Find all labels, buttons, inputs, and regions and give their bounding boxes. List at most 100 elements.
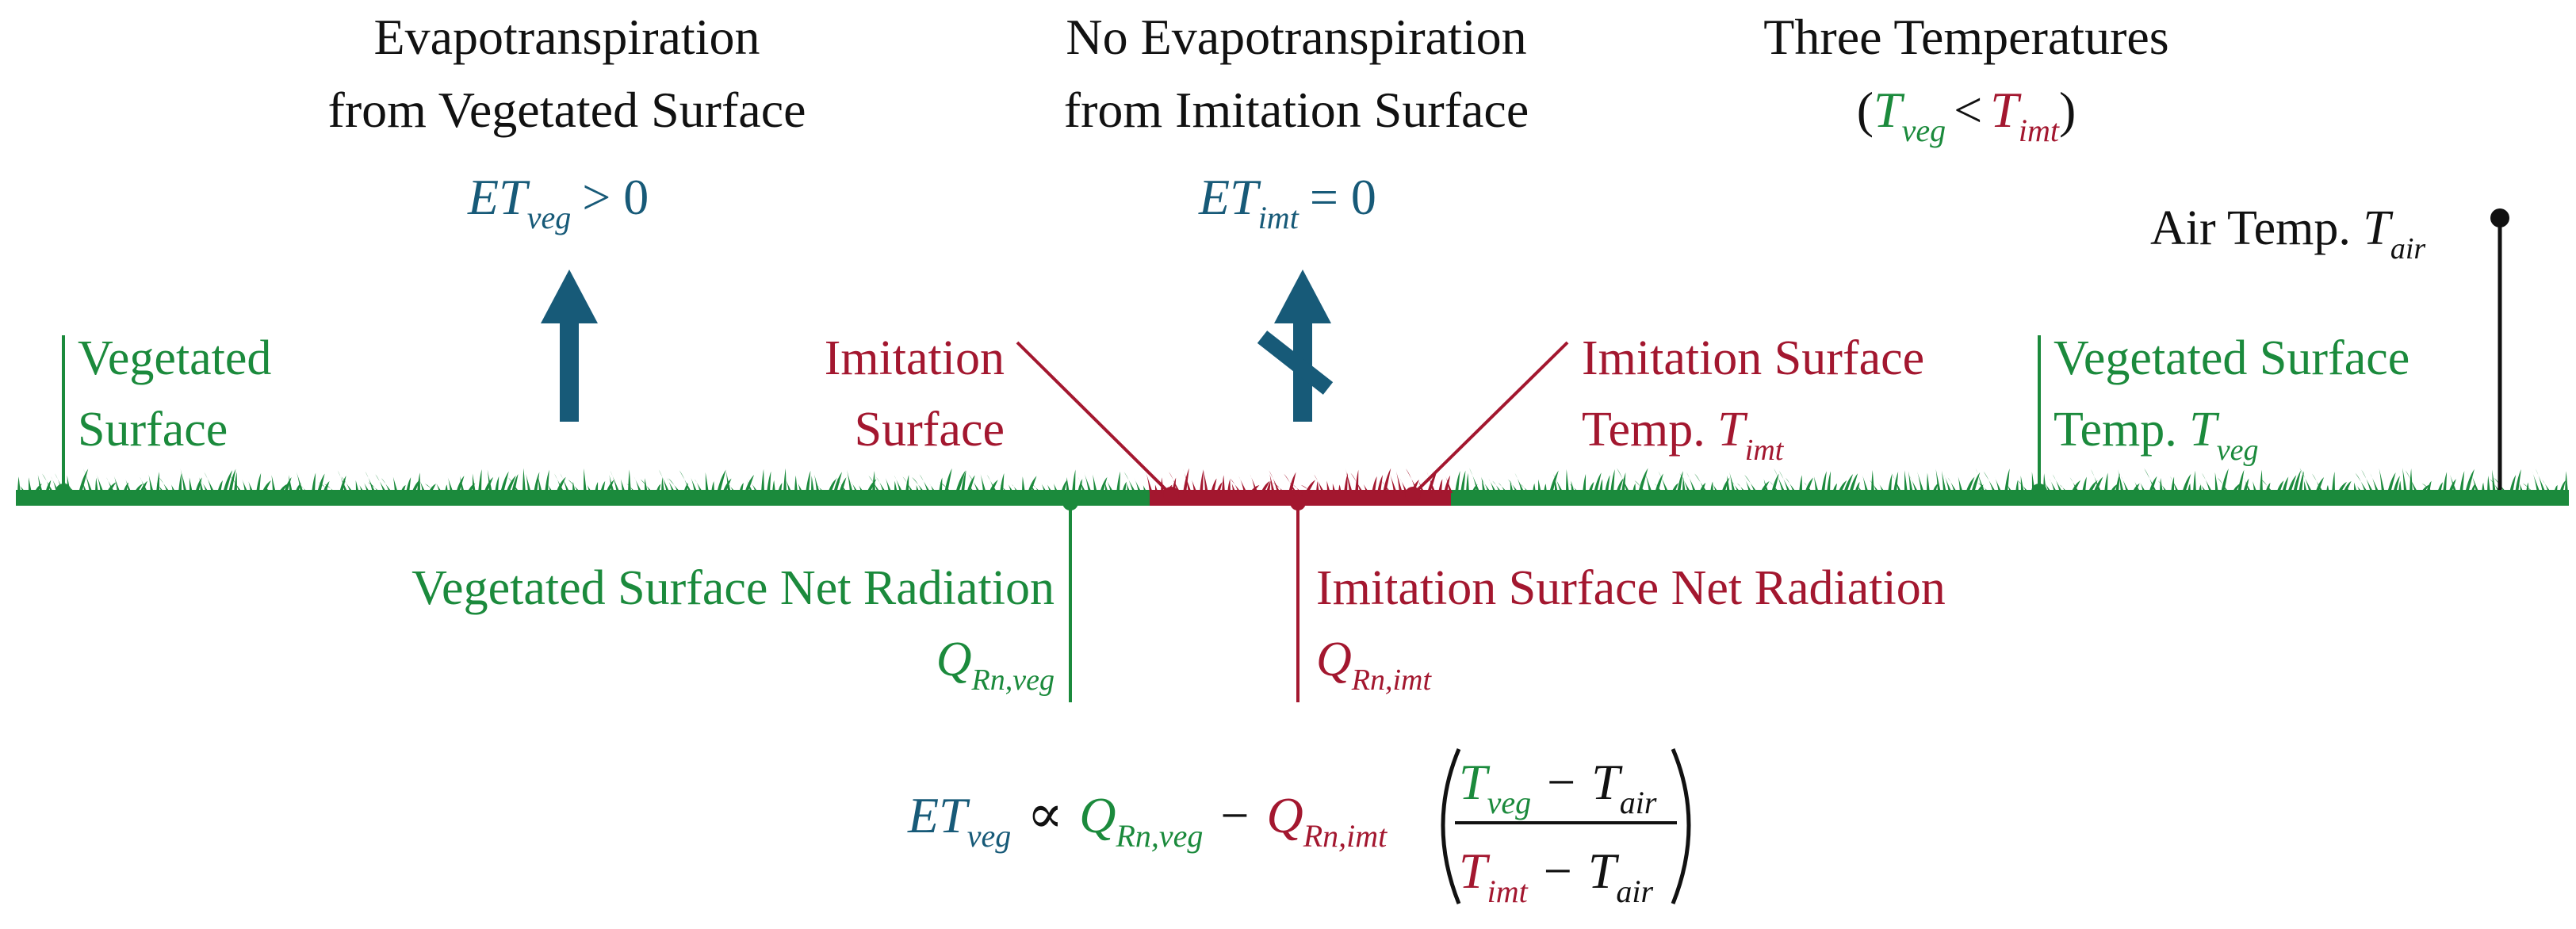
grass-blade xyxy=(417,472,420,493)
grass-blade xyxy=(1644,471,1652,493)
air-temp-callout: Air Temp. Tair xyxy=(2150,201,2509,490)
grass-blade xyxy=(1682,476,1686,493)
grass-blade xyxy=(1813,476,1819,493)
grass-blade xyxy=(2115,473,2120,493)
grass-blade xyxy=(1011,484,1020,493)
grass-blade xyxy=(1468,468,1480,493)
grass-blade xyxy=(2437,482,2444,493)
grass-blade xyxy=(1269,474,1275,493)
fraction-numerator: Tveg−Tair xyxy=(1459,754,1657,820)
grass-blade xyxy=(2409,468,2413,493)
grass-blade xyxy=(1000,484,1009,493)
grass-blade xyxy=(262,480,271,493)
grass-blade xyxy=(1040,482,1047,493)
grass-blade xyxy=(2276,480,2284,493)
grass-blade xyxy=(2237,469,2245,493)
grass-blade xyxy=(234,472,237,493)
grass-blade xyxy=(500,471,509,493)
grass-blade xyxy=(1305,480,1315,493)
grass-blade xyxy=(2471,483,2476,493)
grass-blade xyxy=(1710,481,1713,493)
grass-blade xyxy=(339,476,346,493)
grass-blade xyxy=(1821,471,1827,493)
grass-blade xyxy=(554,473,565,493)
grass-blade xyxy=(1943,474,1952,493)
grass-blade xyxy=(2199,484,2202,493)
grass-blade xyxy=(242,479,248,493)
grass-blade xyxy=(1488,479,1497,493)
grass-blade xyxy=(1492,480,1502,493)
grass-blade xyxy=(778,483,783,493)
grass-blade xyxy=(1314,474,1325,493)
grass-blade xyxy=(2104,472,2108,493)
grass-blade xyxy=(2232,483,2241,493)
grass-blade xyxy=(1566,468,1569,493)
grass-blade xyxy=(1947,477,1958,493)
grass-blade xyxy=(2118,468,2124,493)
grass-blade xyxy=(695,479,703,493)
grass-blade xyxy=(658,469,670,493)
grass-blade xyxy=(1216,482,1223,493)
grass-blade xyxy=(1100,476,1108,493)
grass-blade xyxy=(1077,479,1083,493)
grass-blade xyxy=(1444,475,1451,493)
grass-blade xyxy=(178,473,182,493)
grass-blades xyxy=(17,468,2568,493)
grass-blade xyxy=(140,480,147,493)
grass-blade xyxy=(125,479,132,493)
grass-blade xyxy=(1544,484,1547,493)
grass-blade xyxy=(1533,483,1536,493)
grass-blade xyxy=(1538,479,1541,493)
grass-blade xyxy=(2242,476,2252,493)
grass-blade xyxy=(1958,476,1963,493)
grass-blade xyxy=(2343,480,2352,493)
grass-blade xyxy=(798,483,803,493)
grass-blade xyxy=(645,478,648,493)
grass-blade xyxy=(1699,483,1706,493)
grass-blade xyxy=(2144,468,2157,493)
grass-blade xyxy=(1399,478,1408,493)
grass-blade xyxy=(666,478,676,493)
grass-blade xyxy=(447,477,454,493)
grass-blade xyxy=(2260,479,2274,493)
grass-blade xyxy=(106,477,115,493)
grass-blade xyxy=(1736,483,1747,493)
grass-blade xyxy=(1227,479,1231,493)
vegetated-surface-callout: Vegetated Surface xyxy=(56,331,271,499)
grass-blade xyxy=(428,484,436,493)
grass-blade xyxy=(37,475,43,493)
grass-blade xyxy=(1552,474,1564,493)
grass-blade xyxy=(1104,483,1108,493)
grass-blade xyxy=(2515,469,2521,493)
grass-blade xyxy=(456,476,465,493)
grass-blade xyxy=(1871,470,1874,493)
grass-blade xyxy=(556,476,566,493)
grass-blade xyxy=(584,468,587,493)
grass-blade xyxy=(1877,482,1885,493)
grass-blade xyxy=(1438,479,1443,493)
no-evapotranspiration-arrow-crossed xyxy=(1257,270,1334,422)
grass-blade xyxy=(836,477,848,493)
grass-blade xyxy=(1316,481,1319,493)
grass-blade xyxy=(419,480,426,493)
grass-blade xyxy=(968,484,975,493)
grass-blade xyxy=(1292,484,1303,493)
grass-blade xyxy=(1908,471,1913,493)
grass-blade xyxy=(1345,468,1353,493)
grass-blade xyxy=(1621,472,1626,493)
vegetated-temp-callout: Vegetated Surface Temp. Tveg xyxy=(2031,331,2409,499)
grass-blade xyxy=(814,484,825,493)
grass-blade xyxy=(1072,469,1076,493)
grass-blade xyxy=(748,479,759,493)
grass-blade xyxy=(507,477,520,493)
grass-blade xyxy=(846,469,853,493)
grass-blade xyxy=(811,476,814,493)
imitation-net-radiation-marker xyxy=(1290,495,1306,510)
imitation-surface-label-line2: Surface xyxy=(855,403,1005,457)
grass-blade xyxy=(1122,481,1127,493)
grass-blade xyxy=(894,480,898,493)
grass-blade xyxy=(506,476,516,493)
cross-out-stroke xyxy=(1257,331,1334,395)
grass-blade xyxy=(1053,483,1058,493)
grass-blade xyxy=(2520,484,2524,493)
